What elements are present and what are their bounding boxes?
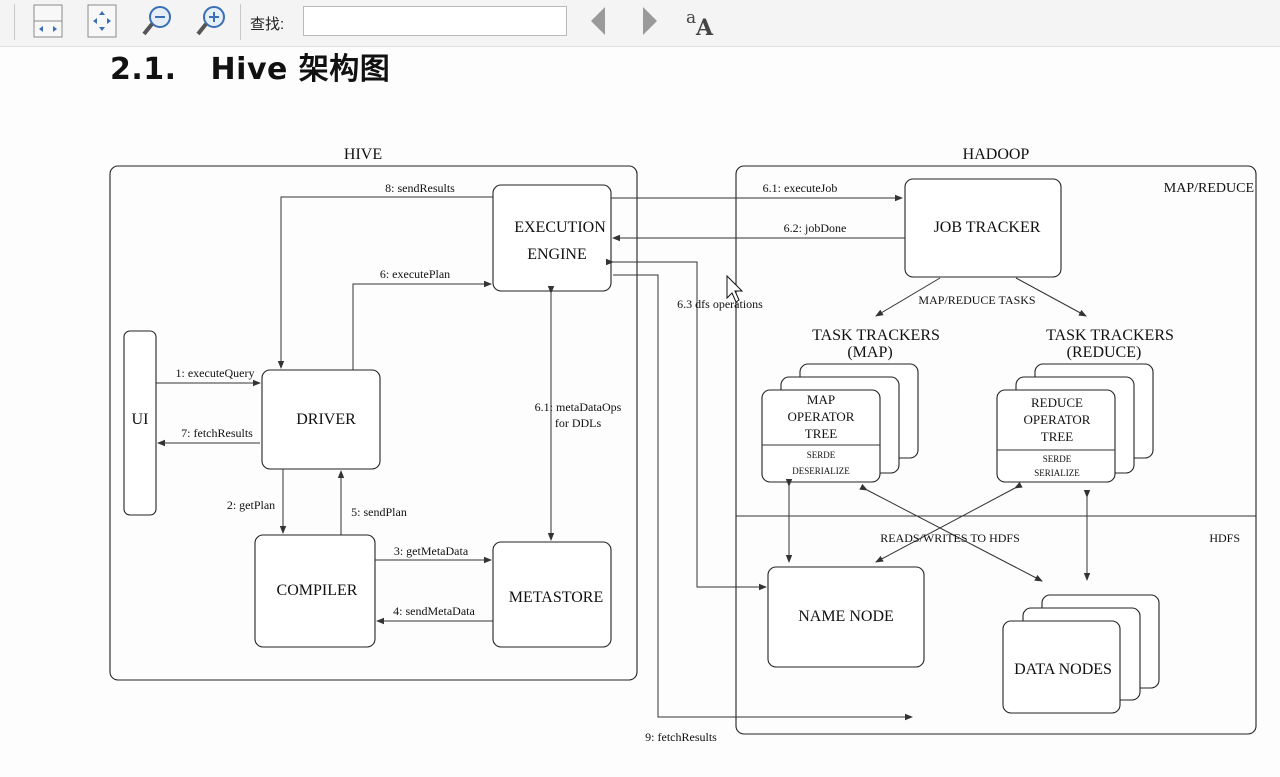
data-nodes-label: DATA NODES <box>1014 661 1112 678</box>
svg-text:A: A <box>695 15 714 39</box>
send-plan-label: 5: sendPlan <box>351 505 407 519</box>
execution-engine-label-2: ENGINE <box>527 246 587 263</box>
job-tracker-label: JOB TRACKER <box>934 219 1041 236</box>
reduce-tree-label-2: OPERATOR <box>1024 412 1091 427</box>
hdfs-label: HDFS <box>1209 531 1240 545</box>
toolbar-separator <box>14 4 15 40</box>
name-node-label: NAME NODE <box>798 608 894 625</box>
fit-width-icon[interactable] <box>30 2 66 40</box>
text-size-icon[interactable]: a A <box>684 2 720 40</box>
section-title: Hive 架构图 <box>210 52 391 87</box>
name-node-box <box>767 566 925 668</box>
hadoop-label: HADOOP <box>963 146 1030 163</box>
mouse-cursor-icon <box>726 274 744 303</box>
fetch-results-9-label: 9: fetchResults <box>645 730 717 744</box>
reduce-operator-tree-box <box>996 389 1116 483</box>
task-trackers-map-subtitle: (MAP) <box>847 344 892 361</box>
map-deserialize-label: DESERIALIZE <box>792 466 850 476</box>
execute-plan-arrow <box>352 280 492 370</box>
data-nodes-box <box>1002 620 1121 714</box>
send-results-arrow <box>277 196 493 369</box>
ui-node-label: UI <box>132 411 149 428</box>
reduce-tasks-arrow <box>1015 277 1087 317</box>
execute-plan-label: 6: executePlan <box>380 267 450 281</box>
compiler-node-label: COMPILER <box>277 582 358 599</box>
fit-page-icon[interactable] <box>84 2 120 40</box>
map-serde-label: SERDE <box>807 450 836 460</box>
get-metadata-label: 3: getMetaData <box>394 544 469 558</box>
map-tree-label-3: TREE <box>805 426 838 441</box>
svg-text:a: a <box>686 8 696 28</box>
send-metadata-label: 4: sendMetaData <box>393 604 475 618</box>
dfs-operations-label: 6.3 dfs operations <box>677 297 763 311</box>
execution-engine-box <box>492 184 612 292</box>
get-plan-label: 2: getPlan <box>227 498 275 512</box>
reads-writes-label: READS/WRITES TO HDFS <box>880 531 1020 545</box>
mapreduce-label: MAP/REDUCE <box>1164 181 1254 196</box>
ui-box <box>123 330 157 516</box>
reduce-name-node-arrow <box>875 481 1023 563</box>
section-heading: 2.1. Hive 架构图 <box>110 44 390 88</box>
task-trackers-reduce-title: TASK TRACKERS <box>1046 327 1174 344</box>
metastore-node-label: METASTORE <box>509 589 603 606</box>
section-number: 2.1. <box>110 52 177 87</box>
metadata-ops-label-2: for DDLs <box>555 416 602 430</box>
reduce-serialize-label: SERIALIZE <box>1034 468 1080 478</box>
toolbar-separator <box>240 4 241 40</box>
map-tasks-arrow <box>875 277 941 317</box>
map-reduce-tasks-label: MAP/REDUCE TASKS <box>918 293 1035 307</box>
zoom-in-icon[interactable] <box>194 2 230 40</box>
compiler-box <box>254 534 376 648</box>
fetch-results-7-label: 7: fetchResults <box>181 426 253 440</box>
next-arrow-icon[interactable] <box>632 2 668 40</box>
reduce-tree-label-3: TREE <box>1041 429 1074 444</box>
execution-engine-label-1: EXECUTION <box>514 219 606 236</box>
send-results-label: 8: sendResults <box>385 181 455 195</box>
fetch-results-9-arrow <box>613 274 913 721</box>
execute-job-label: 6.1: executeJob <box>763 181 838 195</box>
map-tree-label-2: OPERATOR <box>788 409 855 424</box>
find-input[interactable] <box>303 6 567 36</box>
find-label: 查找: <box>250 16 285 33</box>
task-trackers-map-title: TASK TRACKERS <box>812 327 940 344</box>
dfs-operations-arrow <box>606 258 767 591</box>
metastore-box <box>492 541 612 648</box>
map-tree-label-1: MAP <box>807 392 835 407</box>
job-done-label: 6.2: jobDone <box>784 221 847 235</box>
reduce-tree-label-1: REDUCE <box>1031 395 1083 410</box>
hive-label: HIVE <box>344 146 382 163</box>
previous-arrow-icon[interactable] <box>580 2 616 40</box>
driver-box <box>261 369 381 470</box>
metadata-ops-label-1: 6.1: metaDataOps <box>535 400 622 414</box>
job-tracker-box <box>904 178 1062 278</box>
toolbar: 查找: a A <box>0 0 1280 47</box>
task-trackers-reduce-subtitle: (REDUCE) <box>1067 344 1142 361</box>
reduce-serde-label: SERDE <box>1043 454 1072 464</box>
execute-query-label: 1: executeQuery <box>176 366 255 380</box>
zoom-out-icon[interactable] <box>140 2 176 40</box>
driver-node-label: DRIVER <box>296 411 356 428</box>
